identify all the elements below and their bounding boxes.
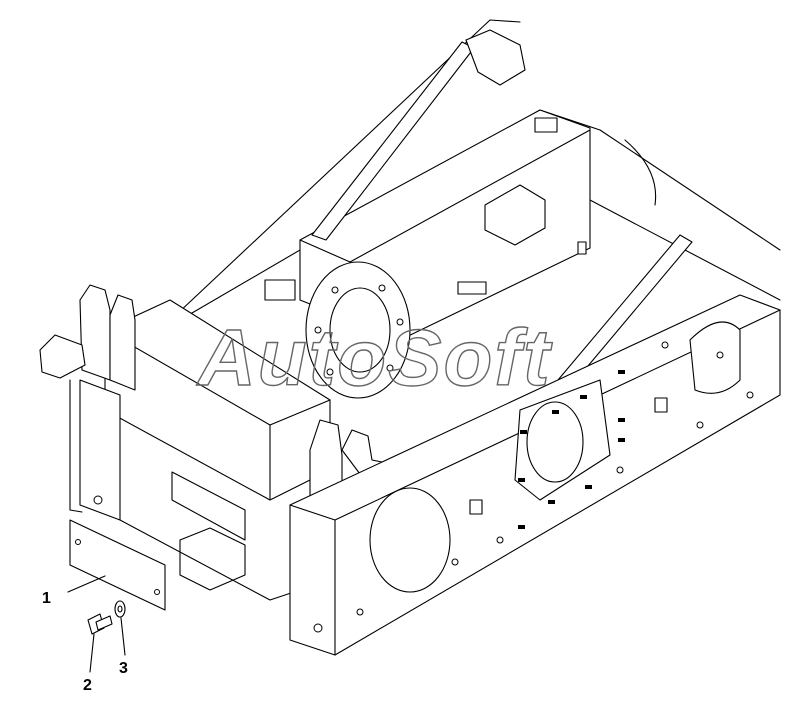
- strut-top-bracket: [465, 29, 526, 86]
- leader-lines: [67, 575, 126, 673]
- callout-3: 3: [119, 660, 128, 677]
- bolt-part: [87, 613, 113, 635]
- lower-bracket: [179, 527, 246, 591]
- side-rail: [289, 294, 781, 656]
- cover-plate-part: [69, 519, 166, 611]
- slot-plate: [457, 281, 487, 295]
- rail-cutout-3: [689, 321, 741, 394]
- washer-part: [114, 600, 126, 618]
- access-opening: [171, 471, 246, 541]
- callout-1: 1: [42, 590, 51, 607]
- watermark-text: AutoSoft: [196, 313, 553, 402]
- rail-block: [469, 499, 483, 515]
- stud: [577, 241, 587, 255]
- hinge-bracket: [264, 279, 296, 301]
- callout-2: 2: [83, 677, 92, 694]
- diagonal-struts: [311, 29, 693, 386]
- upper-bracket: [534, 117, 558, 133]
- rail-block-2: [654, 397, 668, 413]
- circular-flange: [305, 261, 411, 399]
- rail-studs: [518, 370, 625, 529]
- rail-cutout-1: [369, 487, 451, 593]
- mounting-bracket: [484, 184, 546, 246]
- left-hook: [39, 334, 86, 379]
- front-beam: [69, 299, 331, 601]
